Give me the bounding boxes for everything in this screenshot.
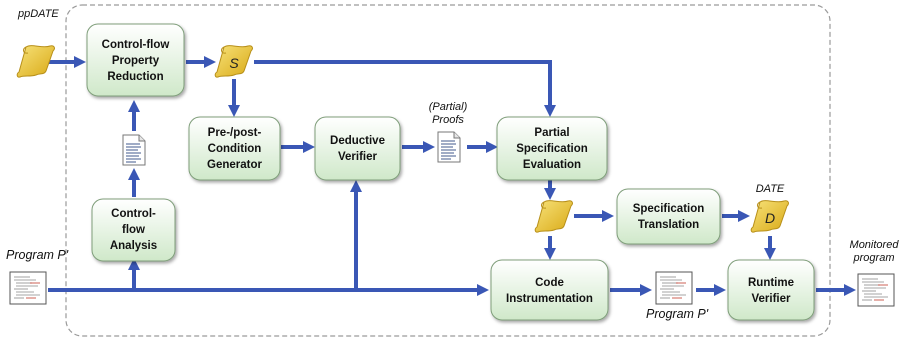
box-code-instrumentation: Code Instrumentation bbox=[490, 259, 609, 321]
box-cfa-shape bbox=[91, 198, 176, 262]
box-cfa-line2: flow bbox=[122, 224, 145, 236]
box-pse-shape bbox=[496, 116, 608, 181]
box-ppcg-line3: Generator bbox=[207, 159, 262, 171]
box-specification-translation: Specification Translation bbox=[616, 188, 721, 245]
partial-spec-scroll-icon bbox=[534, 200, 573, 233]
box-partial-specification-evaluation: Partial Specification Evaluation bbox=[496, 116, 608, 181]
box-st-line1: Specification bbox=[633, 203, 705, 215]
box-deductive-verifier: Deductive Verifier bbox=[314, 116, 401, 181]
box-st-line2: Translation bbox=[638, 219, 699, 231]
box-cfa-line1: Control- bbox=[111, 208, 156, 220]
box-ci-shape bbox=[490, 259, 609, 321]
d-scroll-letter: D bbox=[765, 210, 775, 226]
proofs-document-icon bbox=[437, 131, 461, 163]
box-ci-line1: Code bbox=[535, 277, 564, 289]
box-ci-line2: Instrumentation bbox=[506, 293, 593, 305]
box-cfpr-line2: Property bbox=[112, 55, 160, 67]
box-dv-line1: Deductive bbox=[330, 135, 385, 147]
program-out-page-icon bbox=[655, 271, 693, 305]
box-ppcg-line2: Condition bbox=[208, 143, 262, 155]
control-flow-document-icon bbox=[122, 134, 146, 166]
box-control-flow-property-reduction: Control-flow Property Reduction bbox=[86, 23, 185, 97]
arrow-s-to-pse bbox=[254, 60, 556, 117]
box-cfpr-line1: Control-flow bbox=[102, 39, 170, 51]
program-out-label: Program P' bbox=[646, 307, 709, 321]
box-dv-shape bbox=[314, 116, 401, 181]
monitored-label-line2: program bbox=[853, 252, 895, 264]
program-in-page-icon bbox=[9, 271, 47, 305]
monitored-label-line1: Monitored bbox=[850, 239, 900, 251]
box-st-shape bbox=[616, 188, 721, 245]
box-cfa-line3: Analysis bbox=[110, 240, 157, 252]
box-cfpr-shape bbox=[86, 23, 185, 97]
box-cfpr-line3: Reduction bbox=[107, 71, 163, 83]
proofs-label-line1: (Partial) bbox=[429, 101, 468, 113]
program-in-label: Program P' bbox=[6, 248, 69, 262]
box-ppcg-shape bbox=[188, 116, 281, 181]
tool-boundary bbox=[65, 4, 831, 337]
box-pre-post-condition-generator: Pre-/post- Condition Generator bbox=[188, 116, 281, 181]
monitored-program-page-icon bbox=[857, 273, 895, 307]
box-dv-line2: Verifier bbox=[338, 151, 378, 163]
proofs-label-line2: Proofs bbox=[432, 114, 464, 126]
ppdate-label: ppDATE bbox=[17, 8, 59, 20]
box-pse-line3: Evaluation bbox=[523, 159, 581, 171]
box-pse-line1: Partial bbox=[534, 127, 569, 139]
s-scroll-letter: S bbox=[229, 55, 239, 71]
box-runtime-verifier: Runtime Verifier bbox=[727, 259, 815, 321]
box-rv-line1: Runtime bbox=[748, 277, 794, 289]
ppdate-scroll-icon bbox=[16, 45, 55, 78]
date-label: DATE bbox=[756, 183, 785, 195]
box-pse-line2: Specification bbox=[516, 143, 588, 155]
arrows bbox=[48, 56, 856, 296]
box-ppcg-line1: Pre-/post- bbox=[208, 127, 262, 139]
box-rv-shape bbox=[727, 259, 815, 321]
box-control-flow-analysis: Control- flow Analysis bbox=[91, 198, 176, 262]
box-rv-line2: Verifier bbox=[752, 293, 792, 305]
